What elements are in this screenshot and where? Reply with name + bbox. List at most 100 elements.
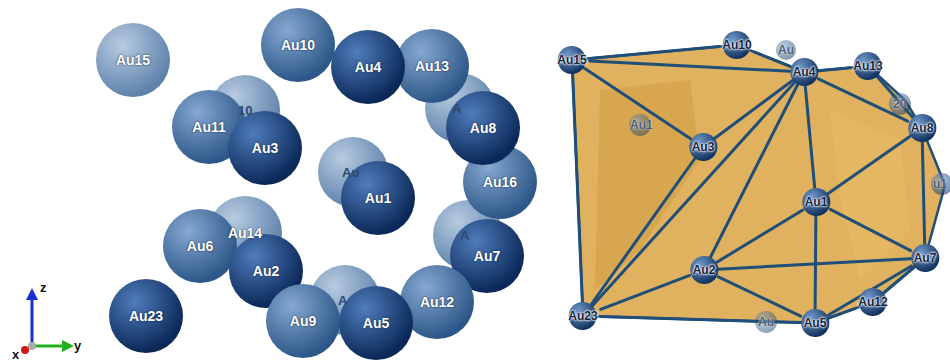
sphere-fill: [911, 244, 939, 272]
atom-sphere: Au13: [395, 29, 469, 103]
sphere-fill: [801, 309, 829, 337]
atom-label: Au4: [793, 65, 816, 79]
bond-line: [718, 277, 800, 316]
atom-label: 10: [238, 103, 252, 118]
atom-label: A: [460, 228, 469, 243]
atom-label: A: [452, 101, 461, 116]
atom-label: Au1: [630, 118, 653, 132]
bond-line: [818, 68, 850, 71]
sphere-fill: [341, 161, 415, 235]
bond-line: [572, 68, 582, 308]
atom-vertex: Au4: [790, 64, 819, 80]
bond-line: [830, 209, 910, 250]
sphere-fill: [109, 279, 183, 353]
atom-vertex: Au1: [802, 194, 831, 210]
sphere-fill: [395, 29, 469, 103]
sphere-fill: [339, 286, 413, 360]
sphere-fill: [790, 58, 818, 86]
bond-line: [827, 136, 910, 194]
atom-label: A: [338, 293, 347, 308]
atom-label: Au: [342, 165, 359, 180]
bond-line: [590, 80, 797, 308]
atom-label: Au3: [692, 140, 715, 154]
atom-label: Au: [778, 43, 794, 57]
atom-label: Au6: [187, 238, 213, 254]
atom-sphere: Au3: [228, 111, 302, 185]
axis-head: [62, 340, 74, 352]
atom-label: Au9: [290, 313, 316, 329]
atom-label: Au: [758, 315, 774, 329]
atom-label: Au14: [228, 225, 262, 241]
atom-label: Au2: [693, 263, 716, 277]
atom-vertex: Au7: [911, 250, 940, 266]
sphere-fill: [331, 30, 405, 104]
atom-vertex: Au13: [850, 58, 885, 74]
atom-label: Au15: [557, 53, 586, 67]
bond-line: [714, 80, 793, 139]
axis-origin: [28, 342, 36, 350]
hull-face: [572, 45, 945, 323]
atom-label: Au13: [415, 58, 449, 74]
axis-x-dot: [21, 346, 29, 354]
atom-label: Au5: [363, 315, 389, 331]
atom-sphere: Au23: [109, 279, 183, 353]
atom-label: Au2: [253, 263, 279, 279]
atom-label: Au11: [192, 119, 225, 135]
bond-line: [875, 74, 915, 120]
bond-line: [718, 259, 910, 269]
sphere-fill: [228, 111, 302, 185]
atom-sphere: Au15: [96, 23, 170, 97]
atom-label: Au8: [470, 120, 496, 136]
atom-label: Au13: [853, 59, 882, 73]
bond-line: [829, 266, 912, 315]
atom-label: u1: [933, 177, 947, 191]
bond-line: [922, 136, 925, 250]
atom-sphere: [931, 173, 950, 195]
atom-sphere: [755, 311, 777, 333]
axis-triad: [21, 288, 74, 354]
atom-label: Au5: [804, 316, 827, 330]
sphere-fill: [446, 91, 520, 165]
atom-vertex: Au8: [908, 120, 937, 136]
atom-label: Au7: [474, 248, 500, 264]
atom-vertex: Au10: [719, 37, 754, 53]
atom-sphere: Au4: [331, 30, 405, 104]
sphere-fill: [908, 114, 936, 142]
axis-head: [26, 288, 38, 300]
atom-label: Au4: [355, 59, 381, 75]
atom-label: Au15: [116, 52, 150, 68]
atom-label: Au12: [420, 294, 454, 310]
bond-line: [708, 80, 800, 262]
atom-label: 20: [893, 97, 906, 111]
sphere-fill: [723, 31, 751, 59]
atom-sphere: Au10: [261, 8, 335, 82]
atom-label: Au1: [365, 190, 391, 206]
bond-line: [805, 80, 816, 194]
atom-label: Au10: [722, 38, 751, 52]
axis-line: [32, 345, 64, 348]
sphere-fill: [859, 288, 887, 316]
sphere-fill: [802, 188, 830, 216]
atom-label: Au12: [858, 295, 887, 309]
atom-label: Au3: [252, 140, 278, 156]
atom-sphere: Au6: [163, 209, 237, 283]
atom-vertex: Au3: [689, 139, 718, 155]
atom-vertex: Au5: [801, 315, 830, 331]
sphere-fill: [163, 209, 237, 283]
axis-label: y: [74, 338, 81, 353]
atom-label: Au8: [911, 121, 934, 135]
bond-line: [717, 210, 803, 262]
sphere-fill: [558, 46, 586, 74]
atom-vertex: Au15: [554, 52, 589, 68]
bond-line: [882, 266, 915, 294]
bond-line: [590, 47, 720, 59]
sphere-fill: [261, 8, 335, 82]
bond-line: [601, 275, 690, 309]
atom-sphere: Au5: [339, 286, 413, 360]
atom-label: Au23: [568, 309, 597, 323]
axis-label: x: [12, 347, 19, 362]
atom-label: Au10: [281, 37, 315, 53]
atom-vertex: Au23: [565, 308, 600, 324]
sphere-fill: [690, 256, 718, 284]
atom-sphere: [776, 40, 796, 60]
